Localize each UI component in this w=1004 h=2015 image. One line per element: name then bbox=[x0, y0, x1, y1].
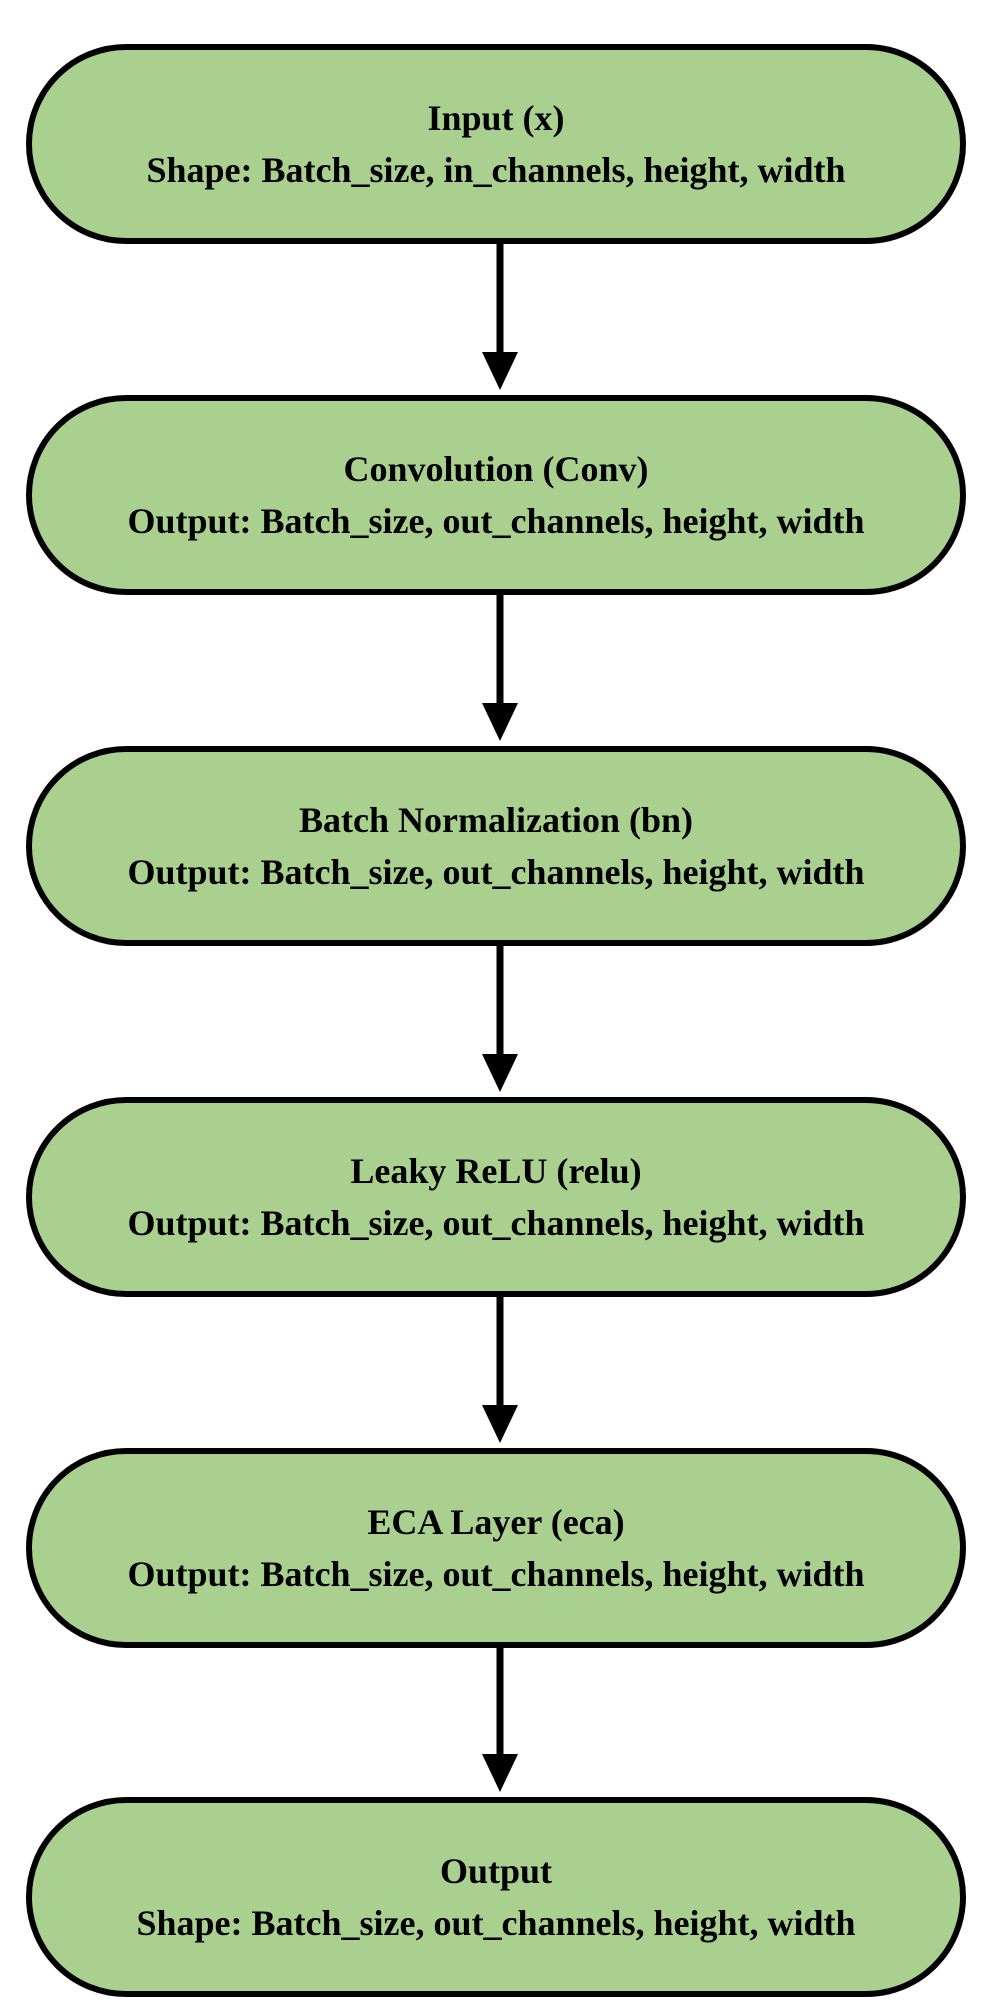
node-convolution-output: Output: Batch_size, out_channels, height… bbox=[127, 501, 865, 541]
node-batch-normalization-output: Output: Batch_size, out_channels, height… bbox=[127, 852, 865, 892]
arrow-eca-to-output bbox=[482, 1648, 518, 1792]
arrow-relu-to-eca bbox=[482, 1297, 518, 1443]
node-batch-normalization-title: Batch Normalization (bn) bbox=[299, 800, 693, 840]
node-input-title: Input (x) bbox=[427, 98, 565, 138]
arrow-bn-to-relu bbox=[482, 946, 518, 1092]
arrow-conv-to-bn bbox=[482, 595, 518, 741]
node-convolution-title: Convolution (Conv) bbox=[343, 449, 649, 489]
node-input-shape: Shape: Batch_size, in_channels, height, … bbox=[146, 150, 846, 190]
node-eca-layer: ECA Layer (eca) Output: Batch_size, out_… bbox=[26, 1448, 966, 1648]
node-convolution: Convolution (Conv) Output: Batch_size, o… bbox=[26, 395, 966, 595]
node-output-shape: Shape: Batch_size, out_channels, height,… bbox=[136, 1903, 856, 1943]
node-leaky-relu-output: Output: Batch_size, out_channels, height… bbox=[127, 1203, 865, 1243]
node-eca-layer-title: ECA Layer (eca) bbox=[367, 1502, 625, 1542]
node-batch-normalization: Batch Normalization (bn) Output: Batch_s… bbox=[26, 746, 966, 946]
node-output: Output Shape: Batch_size, out_channels, … bbox=[26, 1797, 966, 1997]
node-input: Input (x) Shape: Batch_size, in_channels… bbox=[26, 44, 966, 244]
node-eca-layer-output: Output: Batch_size, out_channels, height… bbox=[127, 1554, 865, 1594]
arrow-input-to-conv bbox=[482, 244, 518, 390]
node-leaky-relu: Leaky ReLU (relu) Output: Batch_size, ou… bbox=[26, 1097, 966, 1297]
node-output-title: Output bbox=[439, 1851, 553, 1891]
node-leaky-relu-title: Leaky ReLU (relu) bbox=[350, 1151, 642, 1191]
